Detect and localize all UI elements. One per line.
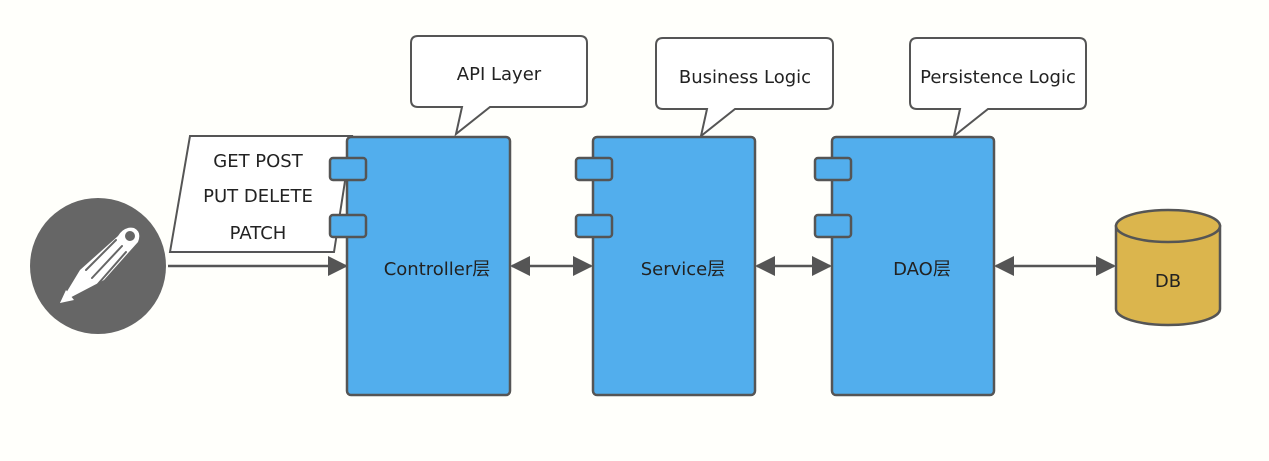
database-label: DB <box>1155 271 1181 292</box>
dao-component: DAO层 <box>813 135 996 397</box>
callout-business-label: Business Logic <box>679 67 811 88</box>
postman-rocket-icon <box>60 227 140 303</box>
service-label: Service层 <box>641 259 726 280</box>
dao-port-top <box>813 156 853 182</box>
methods-line-2: PUT DELETE <box>203 186 313 207</box>
database-top <box>1114 208 1222 244</box>
callout-persistence-label: Persistence Logic <box>920 67 1076 88</box>
methods-line-3: PATCH <box>230 223 287 244</box>
callout-persistence-logic: Persistence Logic <box>909 37 1087 139</box>
service-component: Service层 <box>574 135 757 397</box>
database-node: DB <box>1114 208 1222 327</box>
service-port-bottom <box>574 213 614 239</box>
dao-port-bottom <box>813 213 853 239</box>
controller-component: Controller层 <box>328 135 512 397</box>
dao-label: DAO层 <box>893 259 951 280</box>
methods-line-1: GET POST <box>213 151 303 172</box>
callout-api-label: API Layer <box>457 64 542 85</box>
client-node <box>30 198 166 334</box>
service-port-top <box>574 156 614 182</box>
http-methods-box: GET POST PUT DELETE PATCH <box>168 135 354 253</box>
controller-label: Controller层 <box>384 259 491 280</box>
callout-business-logic: Business Logic <box>655 37 834 139</box>
controller-port-bottom <box>328 213 368 239</box>
callout-api-layer: API Layer <box>410 35 588 137</box>
controller-port-top <box>328 156 368 182</box>
